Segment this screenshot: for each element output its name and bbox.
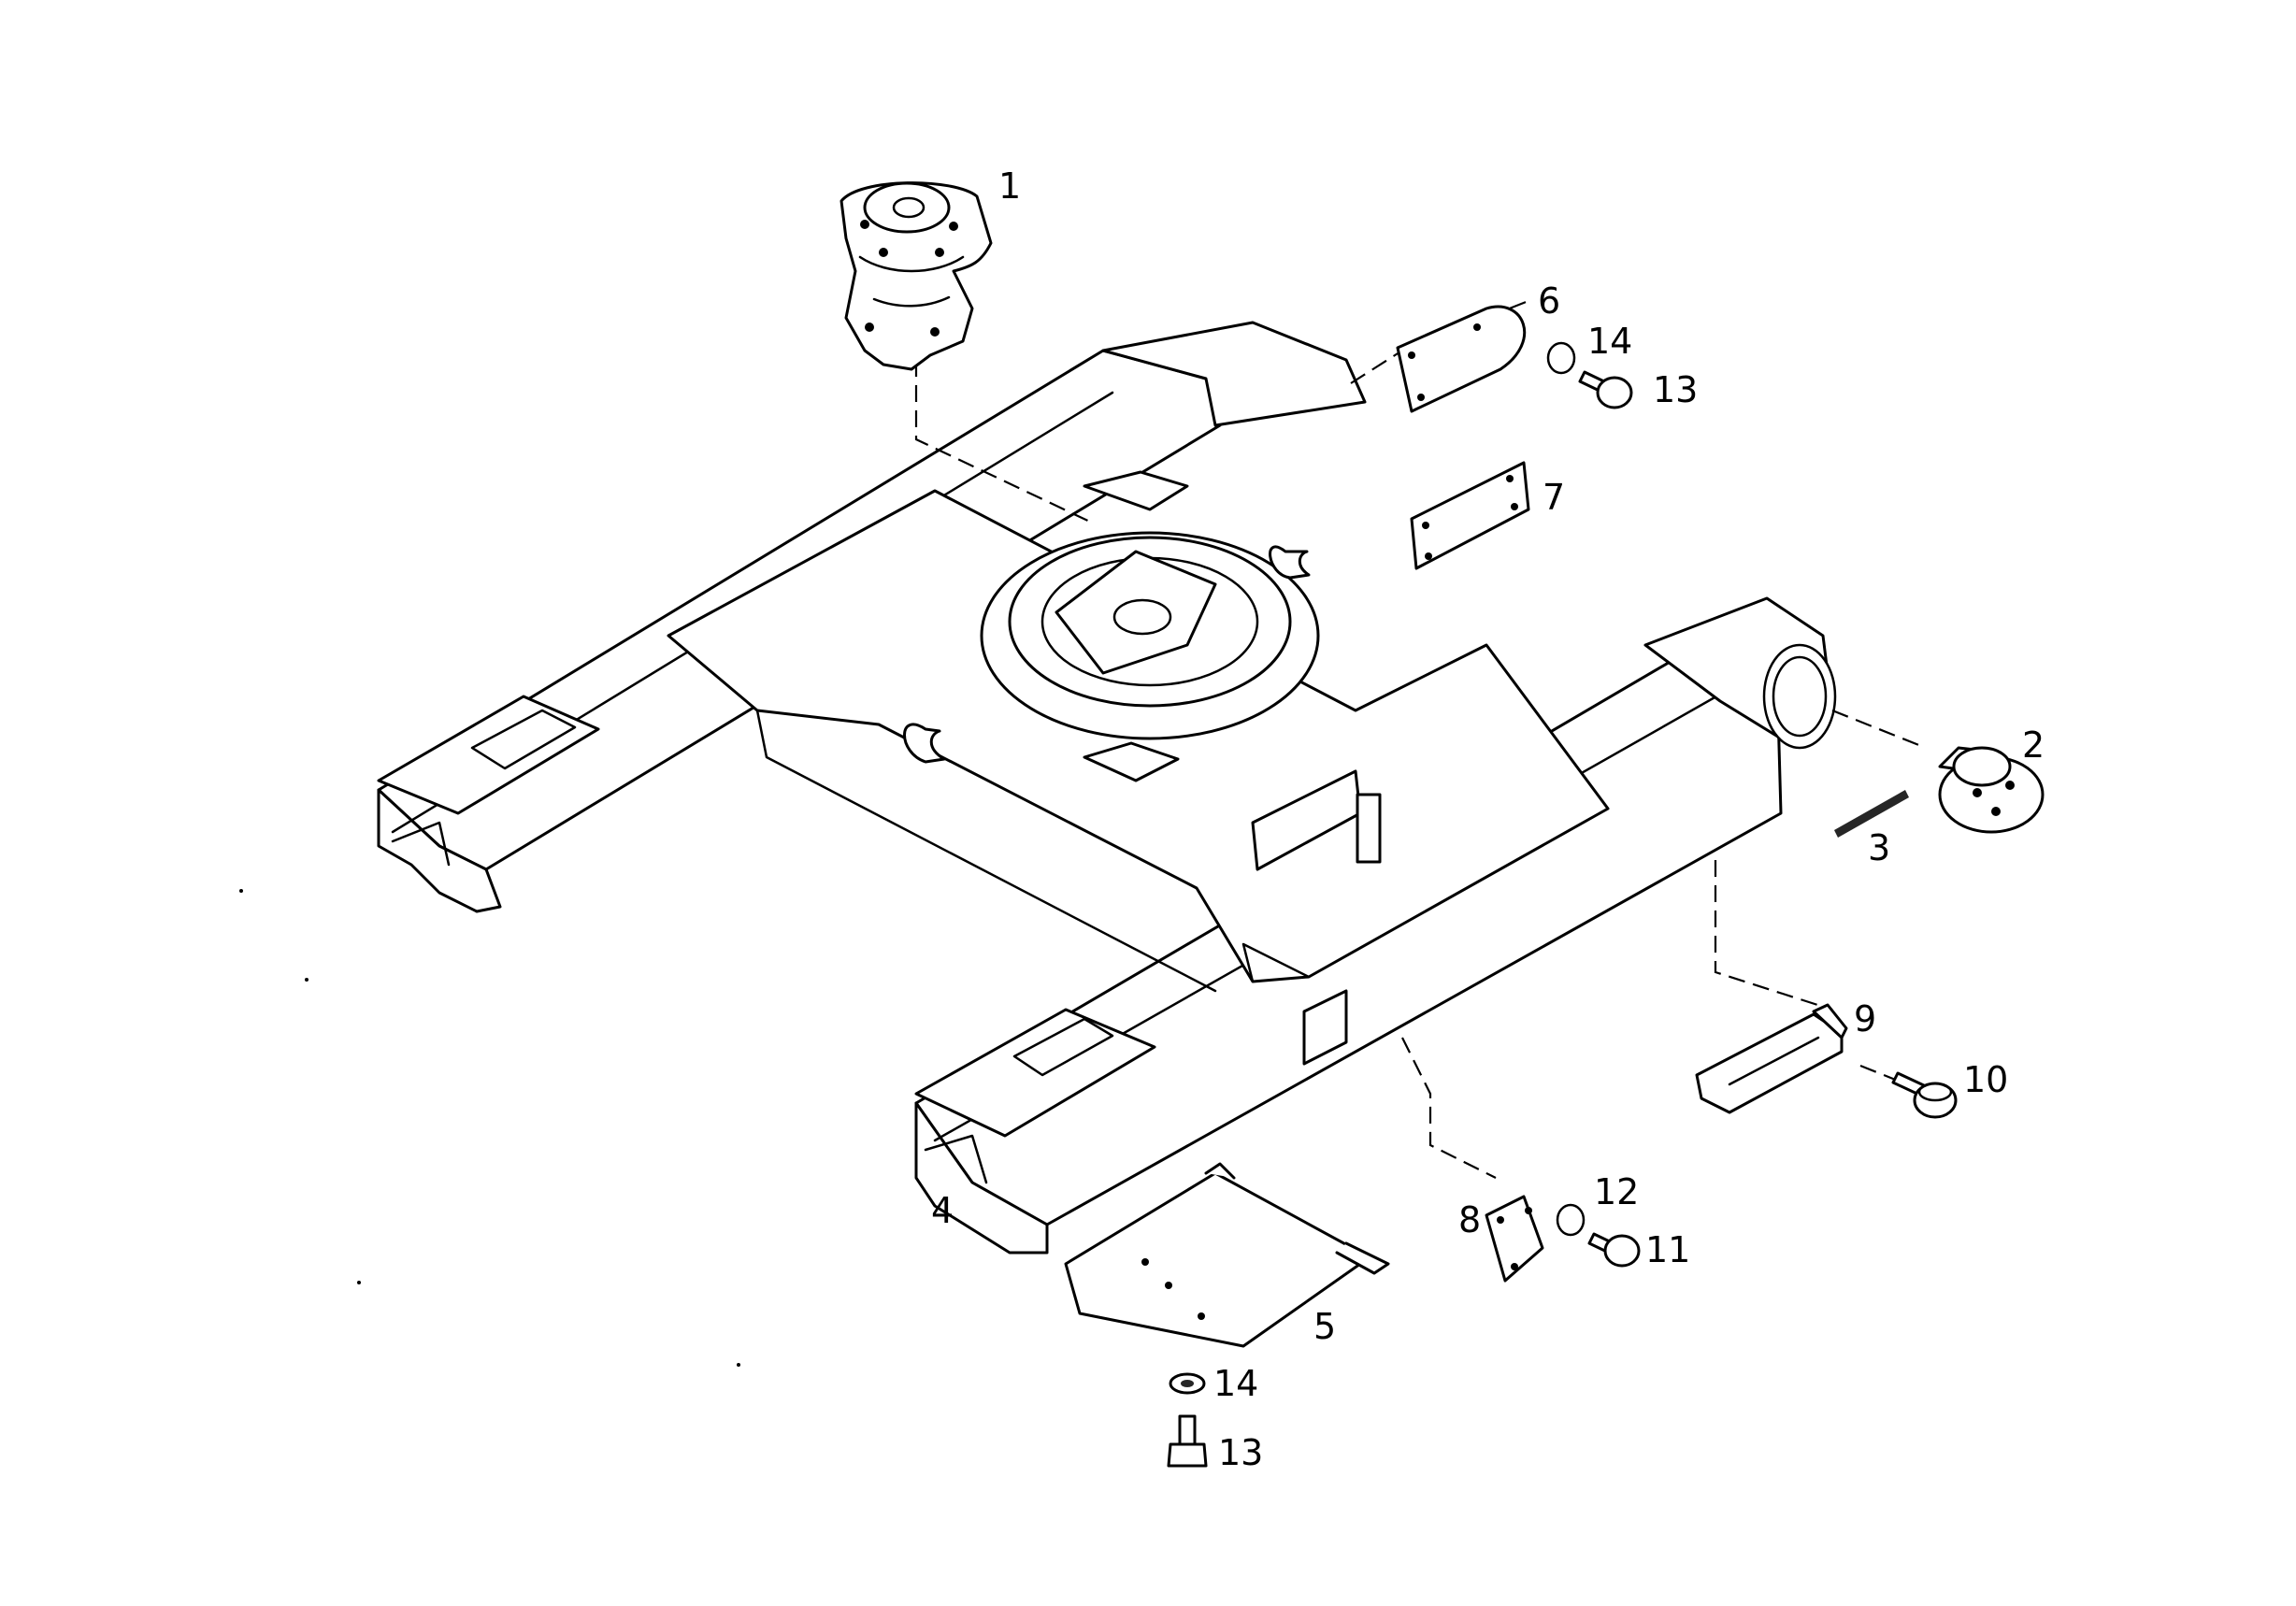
bolt-13-upper bbox=[1578, 370, 1633, 409]
callout-6: 6 bbox=[1538, 280, 1560, 322]
frame-pin bbox=[1356, 793, 1382, 864]
callout-13-lower: 13 bbox=[1218, 1432, 1263, 1473]
callout-7: 7 bbox=[1543, 477, 1565, 518]
spring-pin bbox=[1834, 790, 1909, 838]
idler-hub bbox=[1938, 746, 2045, 834]
swivel-joint bbox=[839, 181, 993, 371]
callout-2: 2 bbox=[2022, 724, 2045, 766]
scan-speck bbox=[737, 1363, 740, 1367]
callout-3: 3 bbox=[1868, 827, 1890, 868]
callout-14-lower: 14 bbox=[1213, 1363, 1258, 1404]
upper-cover-plate bbox=[1396, 305, 1527, 413]
washer-14-lower bbox=[1169, 1372, 1206, 1395]
callout-10: 10 bbox=[1963, 1059, 2008, 1100]
callout-9: 9 bbox=[1854, 998, 1876, 1040]
callout-1: 1 bbox=[998, 165, 1021, 207]
small-cover-8 bbox=[1485, 1195, 1544, 1283]
callout-labels: 1 2 3 4 5 6 7 8 9 10 11 12 13 14 13 14 bbox=[931, 165, 2045, 1473]
callout-11: 11 bbox=[1645, 1229, 1690, 1270]
bolt-10 bbox=[1891, 1071, 1958, 1119]
cover-plate-7 bbox=[1410, 461, 1530, 570]
washer-14-upper bbox=[1546, 341, 1576, 375]
callout-12: 12 bbox=[1594, 1171, 1639, 1212]
bottom-cover-plate bbox=[1064, 1162, 1390, 1348]
callout-5: 5 bbox=[1313, 1306, 1336, 1347]
scan-speck bbox=[305, 978, 309, 982]
scan-speck bbox=[239, 889, 243, 893]
callout-4: 4 bbox=[931, 1190, 954, 1231]
callout-13-upper: 13 bbox=[1653, 369, 1698, 410]
bolt-11 bbox=[1587, 1232, 1641, 1268]
bolt-13-lower bbox=[1167, 1414, 1208, 1468]
callout-14-upper: 14 bbox=[1587, 321, 1632, 362]
track-guard bbox=[1695, 1003, 1848, 1114]
track-frame bbox=[377, 321, 1837, 1255]
slewing-ring bbox=[903, 470, 1320, 782]
frame-access-frame bbox=[1302, 989, 1348, 1066]
callout-8: 8 bbox=[1458, 1199, 1481, 1240]
washer-12 bbox=[1556, 1203, 1586, 1237]
scan-speck bbox=[357, 1281, 361, 1284]
